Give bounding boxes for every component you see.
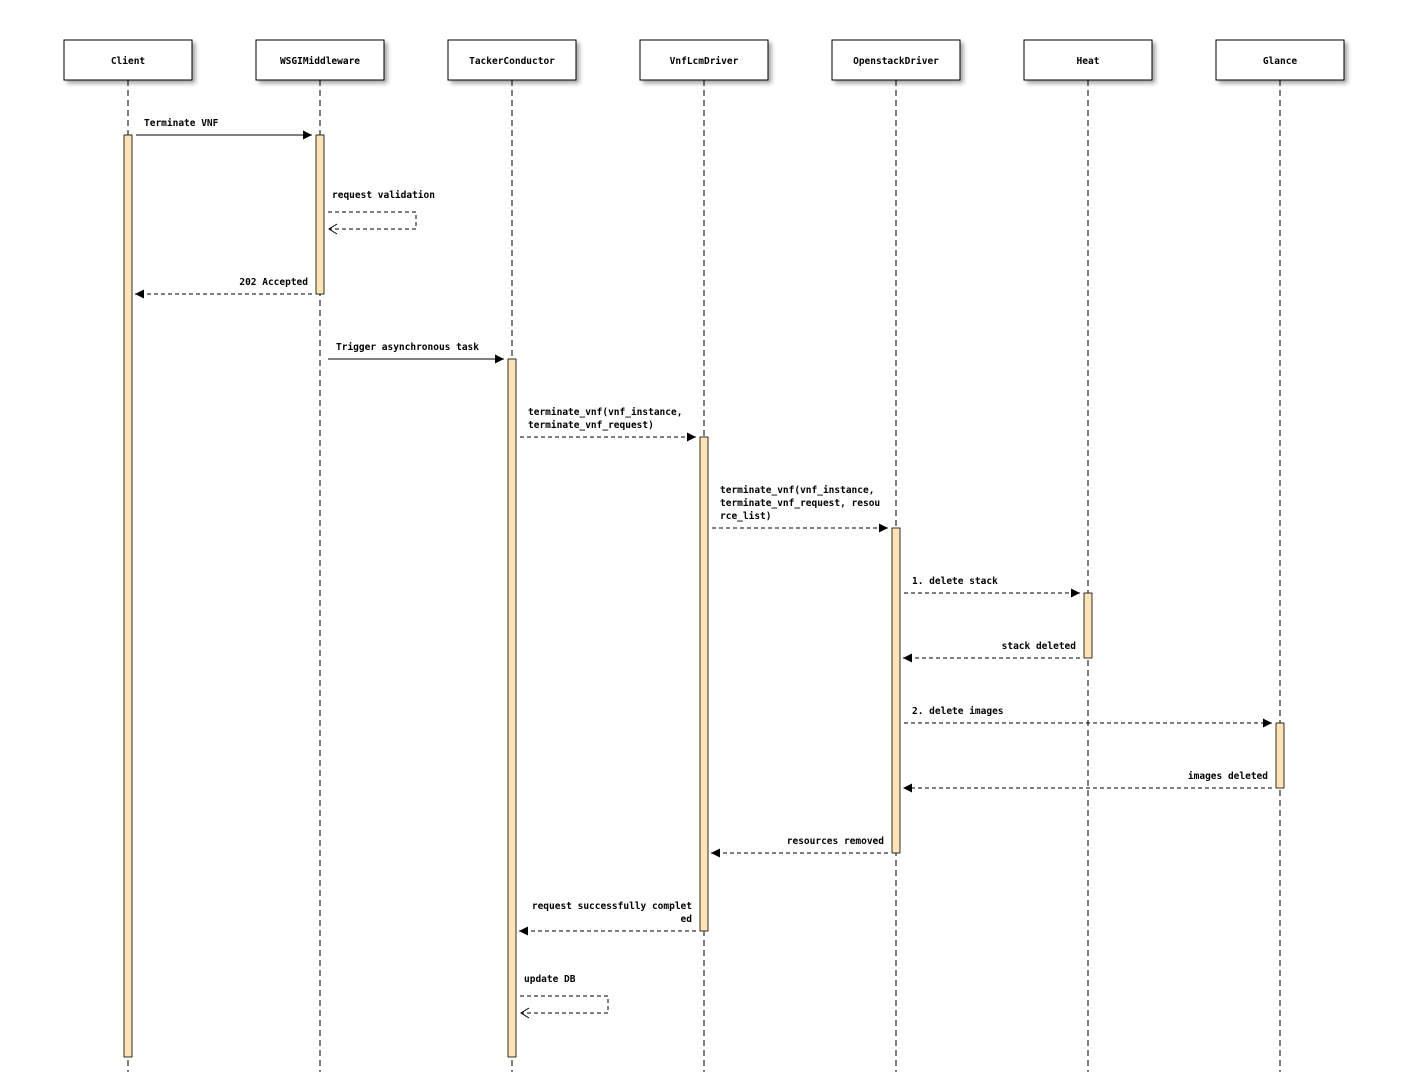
participant-label: Glance [1263, 56, 1298, 67]
participant-vnflcmdriver: VnfLcmDriver [639, 39, 769, 81]
message: 202 Accepted [135, 277, 312, 299]
message-label: 202 Accepted [239, 277, 308, 288]
message-label: 1. delete stack [912, 576, 998, 587]
participant-box [1023, 39, 1153, 81]
arrowhead-icon [495, 354, 504, 364]
activation-bar [891, 527, 901, 854]
message-label: terminate_vnf(vnf_instance, [528, 407, 682, 418]
message-label: terminate_vnf_request, resou [720, 498, 880, 509]
arrowhead-icon [1071, 588, 1080, 598]
message-line [328, 211, 417, 230]
participant-openstackdriver: OpenstackDriver [831, 39, 961, 81]
message: terminate_vnf(vnf_instance, terminate_vnf… [520, 407, 696, 442]
participant-box [447, 39, 577, 81]
message-label: rce_list) [720, 511, 771, 522]
arrowhead-icon [1263, 718, 1272, 728]
open-arrowhead-icon [520, 1007, 530, 1019]
arrowhead-icon [519, 926, 528, 936]
activation-bar [1275, 722, 1285, 789]
activation-bar [123, 134, 133, 1058]
participant-label: WSGIMiddleware [280, 56, 360, 67]
message-label: update DB [524, 974, 576, 985]
participant-label: OpenstackDriver [853, 56, 939, 67]
message: 1. delete stack [904, 576, 1080, 598]
participant-box [255, 39, 385, 81]
arrowhead-icon [879, 523, 888, 533]
message-label: 2. delete images [912, 706, 1004, 717]
message-label: Trigger asynchronous task [336, 342, 479, 353]
activation-bar [315, 134, 325, 295]
message: request validation [328, 190, 435, 235]
participant-heat: Heat [1023, 39, 1153, 81]
arrowhead-icon [903, 653, 912, 663]
participant-label: VnfLcmDriver [670, 56, 739, 67]
activation-bar [507, 358, 517, 1058]
message: Trigger asynchronous task [328, 342, 504, 364]
message: Terminate VNF [136, 118, 312, 140]
participant-tackerconductor: TackerConductor [447, 39, 577, 81]
message-label: resources removed [787, 836, 885, 847]
message: 2. delete images [904, 706, 1272, 728]
message-label: request successfully complet [532, 901, 692, 912]
message-label: ed [681, 914, 693, 925]
message-label: request validation [332, 190, 435, 201]
message-label: Terminate VNF [144, 118, 219, 129]
message-label: images deleted [1188, 771, 1268, 782]
arrowhead-icon [687, 432, 696, 442]
participant-label: Heat [1077, 56, 1100, 67]
participant-glance: Glance [1215, 39, 1345, 81]
message-line [520, 995, 609, 1014]
participant-wsgimiddleware: WSGIMiddleware [255, 39, 385, 81]
arrowhead-icon [303, 130, 312, 140]
arrowhead-icon [711, 848, 720, 858]
message-label: terminate_vnf(vnf_instance, [720, 485, 874, 496]
message: resources removed [711, 836, 888, 858]
participant-label: Client [111, 56, 145, 67]
participant-box [639, 39, 769, 81]
participant-label: TackerConductor [469, 56, 555, 67]
message-label: stack deleted [1002, 641, 1077, 652]
activation-bar [699, 436, 709, 932]
message: update DB [520, 974, 609, 1019]
participant-box [1215, 39, 1345, 81]
message: terminate_vnf(vnf_instance, terminate_vnf… [712, 485, 888, 533]
message: stack deleted [903, 641, 1080, 663]
message: images deleted [903, 771, 1272, 793]
arrowhead-icon [903, 783, 912, 793]
participant-box [831, 39, 961, 81]
open-arrowhead-icon [328, 223, 338, 235]
activation-bar [1083, 592, 1093, 659]
participant-client: Client [63, 39, 193, 81]
message-label: terminate_vnf_request) [528, 420, 654, 431]
message: request successfully complet ed [519, 901, 696, 936]
arrowhead-icon [135, 289, 144, 299]
participant-box [63, 39, 193, 81]
